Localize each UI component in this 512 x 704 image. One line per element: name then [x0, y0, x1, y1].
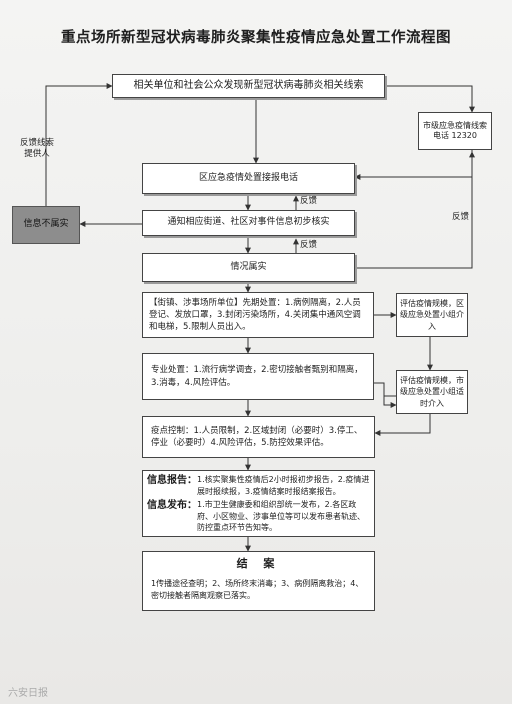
label-feedback-2: 反馈: [300, 240, 318, 250]
box-professional-response: 专业处置：1.流行病学调查，2.密切接触者甄别和隔离，3.消毒，4.风险评估。: [142, 353, 374, 400]
box-district-hotline: 区应急疫情处置接报电话: [142, 163, 355, 194]
box-info-report-release: 信息报告： 1.核实聚集性疫情后2小时报初步报告，2.疫情进展时报续报，3.疫情…: [142, 470, 375, 537]
box-info-true: 情况属实: [142, 253, 355, 282]
label-feedback-1: 反馈: [300, 196, 318, 206]
box-city-hotline: 市级应急疫情线索电话 12320: [418, 112, 492, 150]
box-town-initial-response: 【街镇、涉事场所单位】先期处置：1.病例隔离，2.人员登记、发放口罩，3.封闭污…: [142, 292, 374, 338]
label-feedback-right: 反馈: [452, 212, 470, 222]
box-assess-district: 评估疫情规模，区级应急处置小组介入: [396, 293, 468, 337]
label-feedback-informant: 反馈线索提供人: [19, 138, 54, 160]
end-text: 1传播途径查明；2、场所终末消毒；3、病例隔离救治；4、密切接触者隔离观察已落实…: [151, 578, 364, 600]
release-text: 1.市卫生健康委和组织部统一发布，2.各区政府、小区物业、涉事单位等可以发布患者…: [197, 500, 365, 533]
box-epidemic-control: 疫点控制：1.人员限制，2.区域封闭（必要时）3.停工、停业（必要时）4.风险评…: [142, 416, 375, 458]
box-assess-city: 评估疫情规模，市级应急处置小组适时介入: [396, 370, 468, 414]
release-heading: 信息发布：: [147, 500, 197, 512]
box-case-closed: 结 案 1传播途径查明；2、场所终末消毒；3、病例隔离救治；4、密切接触者隔离观…: [142, 551, 375, 611]
box-info-not-true: 信息不属实: [12, 206, 80, 244]
end-heading: 结 案: [236, 557, 281, 570]
box-notify-verify: 通知相应街道、社区对事件信息初步核实: [142, 210, 355, 236]
report-heading: 信息报告：: [147, 475, 197, 486]
page-title: 重点场所新型冠状病毒肺炎聚集性疫情应急处置工作流程图: [61, 30, 451, 46]
box-discover-clue: 相关单位和社会公众发现新型冠状病毒肺炎相关线索: [112, 74, 385, 98]
report-text: 1.核实聚集性疫情后2小时报初步报告，2.疫情进展时报续报，3.疫情结案时报结案…: [197, 475, 370, 496]
watermark: 六安日报: [8, 688, 48, 699]
